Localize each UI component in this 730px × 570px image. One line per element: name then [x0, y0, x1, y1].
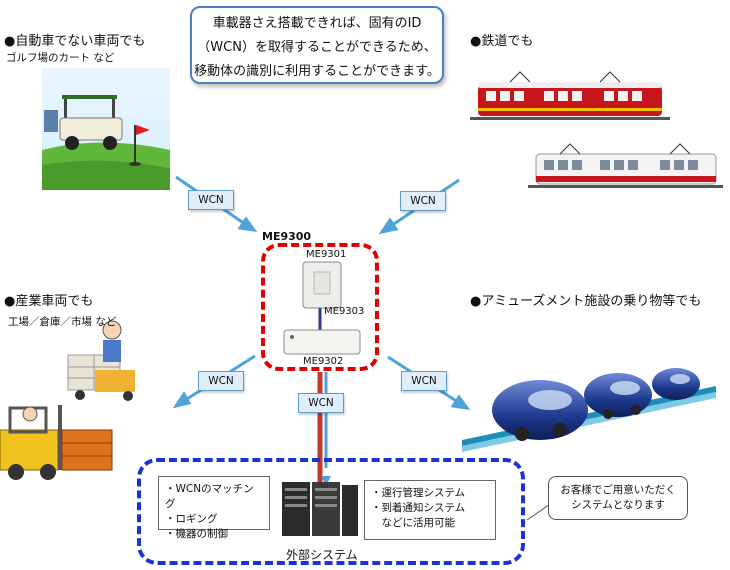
- external-right-panel: ・運行管理システム ・到着通知システム などに活用可能: [364, 480, 496, 540]
- wcn-label-bottom-left: WCN: [198, 371, 244, 391]
- section-non-vehicle-title: ●自動車でない車両でも: [4, 30, 145, 49]
- section-non-vehicle-sub: ゴルフ場のカート など: [6, 50, 114, 65]
- me9303-label: ME9303: [324, 306, 364, 317]
- section-industrial-title: ●産業車両でも: [4, 290, 93, 309]
- callout-line-3: 移動体の識別に利用することができます。: [192, 60, 442, 84]
- me9301-label: ME9301: [306, 249, 346, 260]
- me9302-label: ME9302: [303, 356, 343, 367]
- external-left-item: ・WCNのマッチング: [165, 482, 263, 512]
- external-system-label: 外部システム: [286, 546, 358, 563]
- train-white-illustration: [528, 144, 723, 188]
- forklift-illustration: [0, 405, 112, 480]
- customer-note: お客様でご用意いただく システムとなります: [548, 476, 688, 520]
- section-amusement-title: ●アミューズメント施設の乗り物等でも: [470, 290, 701, 309]
- me9300-label: ME9300: [262, 230, 311, 243]
- external-left-panel: ・WCNのマッチング ・ロギング ・機器の制御: [158, 476, 270, 530]
- section-industrial-sub: 工場／倉庫／市場 など: [8, 314, 116, 329]
- info-callout: 車載器さえ搭載できれば、固有のID （WCN）を取得することができるため、 移動…: [190, 6, 444, 84]
- wcn-label-top-left: WCN: [188, 190, 234, 210]
- external-left-item: ・ロギング: [165, 512, 263, 527]
- external-left-item: ・機器の制御: [165, 527, 263, 542]
- section-railway-title: ●鉄道でも: [470, 30, 533, 49]
- wcn-label-top-right: WCN: [400, 191, 446, 211]
- callout-line-2: （WCN）を取得することができるため、: [192, 36, 442, 60]
- cargo-cart-illustration: [68, 321, 135, 401]
- train-red-illustration: [470, 72, 670, 120]
- external-right-item: ・到着通知システム: [371, 501, 489, 516]
- wcn-label-bottom-right: WCN: [401, 371, 447, 391]
- wcn-label-center: WCN: [298, 393, 344, 413]
- note-line-2: システムとなります: [549, 498, 687, 513]
- external-right-item: などに活用可能: [371, 516, 489, 531]
- note-line-1: お客様でご用意いただく: [549, 483, 687, 498]
- amusement-ride-illustration: [462, 368, 716, 452]
- callout-line-1: 車載器さえ搭載できれば、固有のID: [192, 12, 442, 36]
- external-right-item: ・運行管理システム: [371, 486, 489, 501]
- golf-cart-illustration: [42, 68, 170, 190]
